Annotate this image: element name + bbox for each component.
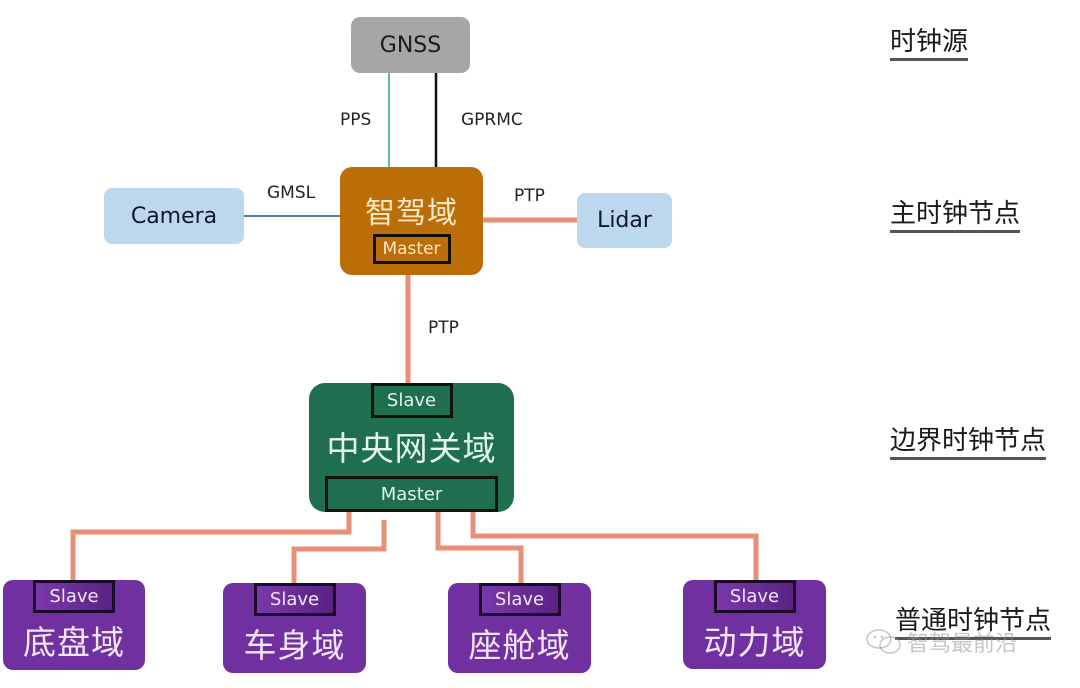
body-domain-label: 车身域 [243, 626, 346, 665]
camera-node: Camera [104, 188, 244, 244]
tier-label-grandmaster: 主时钟节点 [890, 200, 1021, 233]
slave-role-badge: Slave [478, 583, 561, 616]
watermark: 智驾最前沿 [865, 626, 1017, 658]
master-role-badge: Master [372, 234, 451, 264]
lidar-node: Lidar [577, 193, 672, 248]
gmsl-label: GMSL [267, 183, 316, 203]
master-role-badge: Master [325, 476, 498, 512]
chassis-domain-label: 底盘域 [23, 623, 125, 662]
ptp-lidar-label: PTP [514, 186, 545, 206]
ptp-wire-powertrain [470, 512, 759, 580]
gprmc-label: GPRMC [461, 110, 523, 130]
slave-role-badge: Slave [253, 583, 336, 616]
slave-role-badge: Slave [370, 383, 453, 418]
slave-role-badge: Slave [713, 580, 796, 613]
chassis-domain-node: Slave 底盘域 [3, 580, 145, 670]
tier-label-ordinary: 普通时钟节点 [895, 607, 1052, 640]
lidar-label: Lidar [597, 208, 652, 233]
powertrain-domain-label: 动力域 [703, 623, 806, 662]
ptp-wire-cockpit [435, 512, 524, 583]
gnss-node: GNSS [351, 17, 470, 73]
central-gateway-label: 中央网关域 [326, 429, 497, 468]
tier-label-clock-source: 时钟源 [890, 28, 969, 61]
gnss-label: GNSS [379, 32, 442, 58]
pps-label: PPS [340, 110, 372, 130]
wechat-icon [866, 629, 901, 654]
adas-domain-node: 智驾域 Master [340, 167, 483, 275]
powertrain-domain-node: Slave 动力域 [683, 580, 826, 669]
central-gateway-node: Slave 中央网关域 Master [309, 383, 514, 512]
ptp-gateway-label: PTP [428, 318, 459, 338]
ptp-wire-body [291, 520, 387, 583]
adas-domain-label: 智驾域 [365, 196, 458, 231]
ptp-wire-chassis [70, 512, 352, 580]
camera-label: Camera [130, 203, 218, 229]
cockpit-domain-node: Slave 座舱域 [448, 583, 591, 673]
watermark-text: 智驾最前沿 [907, 632, 1018, 657]
cockpit-domain-label: 座舱域 [468, 626, 571, 665]
slave-role-badge: Slave [33, 580, 115, 613]
tier-label-boundary: 边界时钟节点 [890, 427, 1047, 460]
body-domain-node: Slave 车身域 [223, 583, 366, 673]
